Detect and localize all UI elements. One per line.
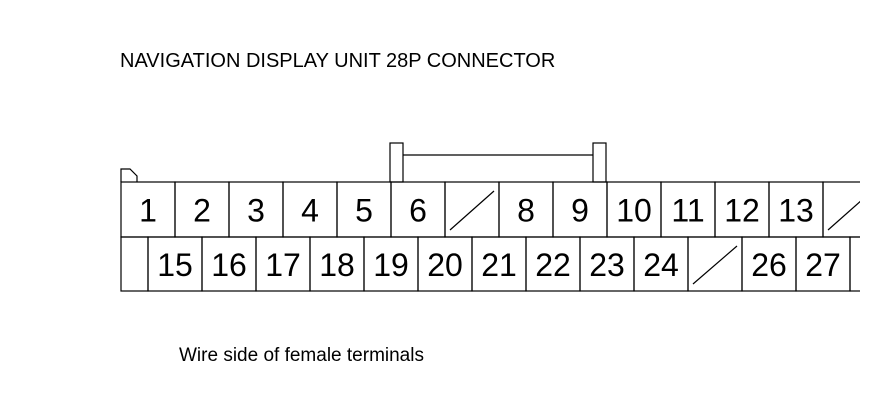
connector-title: NAVIGATION DISPLAY UNIT 28P CONNECTOR [120, 50, 556, 72]
connector-caption: Wire side of female terminals [179, 345, 424, 366]
pin-number: 16 [211, 247, 247, 283]
pin-number: 10 [616, 193, 652, 229]
pin-number: 17 [265, 247, 301, 283]
pin-number: 21 [481, 247, 517, 283]
pin-number: 24 [643, 247, 679, 283]
pin-number: 2 [193, 193, 211, 229]
pin-number: 28 [859, 247, 880, 283]
pin-number: 23 [589, 247, 625, 283]
pin-number: 1 [139, 193, 157, 229]
pin-number: 26 [751, 247, 787, 283]
pin-number: 3 [247, 193, 265, 229]
bottom-cavity [687, 236, 743, 292]
empty-cavity-slash [827, 200, 860, 231]
empty-cavity-slash [449, 190, 495, 231]
pin-number: 8 [517, 193, 535, 229]
pin-number: 20 [427, 247, 463, 283]
top-cavity [444, 181, 500, 238]
pin-number: 12 [724, 193, 760, 229]
pin-number: 6 [409, 193, 427, 229]
pin-number: 27 [805, 247, 841, 283]
pin-number: 18 [319, 247, 355, 283]
bottom-cavity [849, 236, 860, 292]
pin-number: 4 [301, 193, 319, 229]
pin-number: 5 [355, 193, 373, 229]
pin-number: 22 [535, 247, 571, 283]
pin-number: 11 [671, 193, 704, 229]
pin-number: 19 [373, 247, 409, 283]
pin-number: 9 [571, 193, 589, 229]
pin-number: 13 [778, 193, 814, 229]
connector-key-notch [120, 168, 138, 182]
empty-cavity-slash [692, 245, 738, 285]
connector-lock-tab [389, 142, 607, 183]
top-cavity [822, 181, 860, 238]
bottom-cavity [120, 236, 149, 292]
pin-number: 15 [157, 247, 193, 283]
